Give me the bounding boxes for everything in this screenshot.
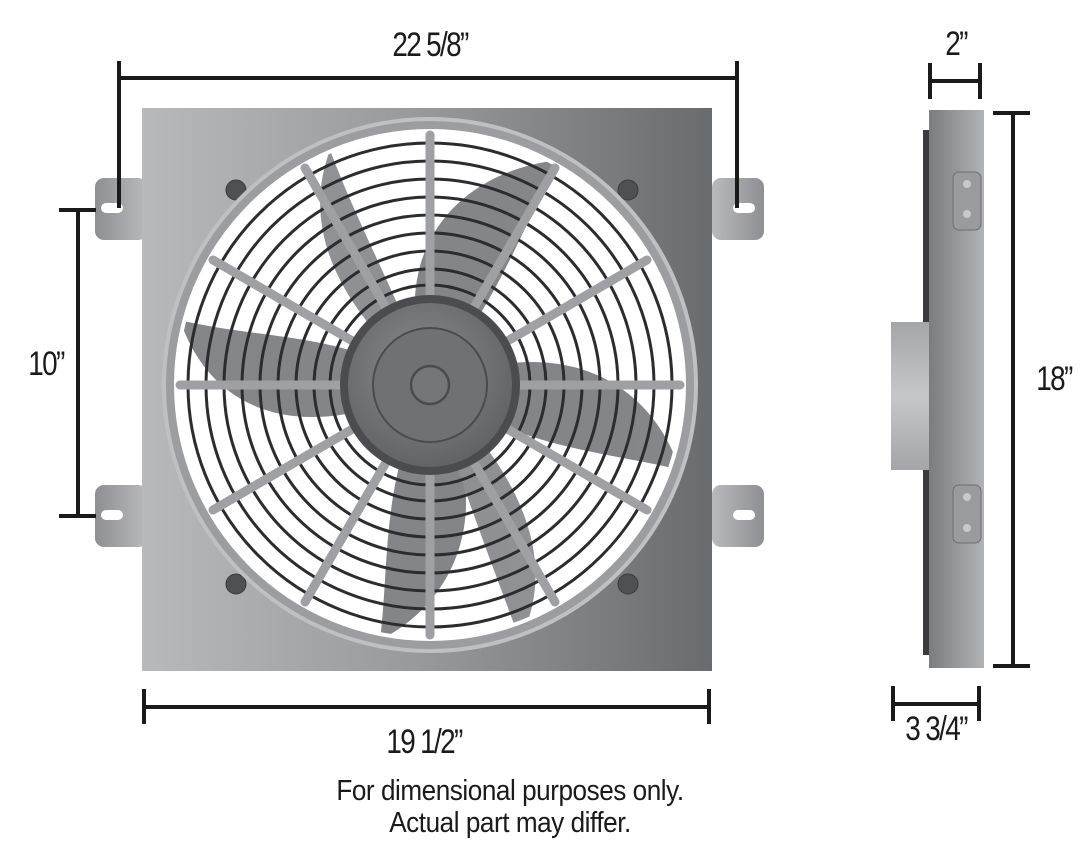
- label-shroud-height: 18”: [1036, 360, 1073, 398]
- shroud-bolts: [225, 179, 639, 595]
- disclaimer-line-1: For dimensional purposes only.: [336, 775, 684, 807]
- side-bracket-top: [952, 171, 982, 231]
- fan-guard-spokes: [175, 130, 685, 640]
- disclaimer-note: For dimensional purposes only. Actual pa…: [276, 775, 744, 839]
- motor-housing: [891, 322, 929, 470]
- mounting-bracket-bottom-left: [95, 485, 147, 547]
- side-bracket-bottom: [952, 484, 982, 544]
- dim-line-shroud-height: [993, 111, 1030, 668]
- label-bracket-spacing: 10”: [28, 345, 65, 383]
- dim-line-shroud-width: [142, 689, 711, 724]
- dim-line-shroud-depth: [928, 63, 982, 99]
- fan-hub: [340, 295, 520, 475]
- side-view: [891, 110, 984, 668]
- mounting-bracket-bottom-right: [712, 485, 764, 547]
- label-overall-width: 22 5/8”: [392, 26, 469, 64]
- dimension-lines: [59, 61, 1030, 724]
- front-view: [95, 108, 764, 671]
- label-shroud-depth: 2”: [945, 25, 968, 63]
- label-shroud-width: 19 1/2”: [386, 723, 463, 761]
- disclaimer-line-2: Actual part may differ.: [389, 807, 631, 839]
- dim-line-overall-depth: [891, 686, 981, 721]
- dim-line-bracket-spacing: [59, 208, 96, 518]
- dim-line-overall-width: [117, 61, 739, 208]
- label-overall-depth: 3 3/4”: [905, 710, 968, 748]
